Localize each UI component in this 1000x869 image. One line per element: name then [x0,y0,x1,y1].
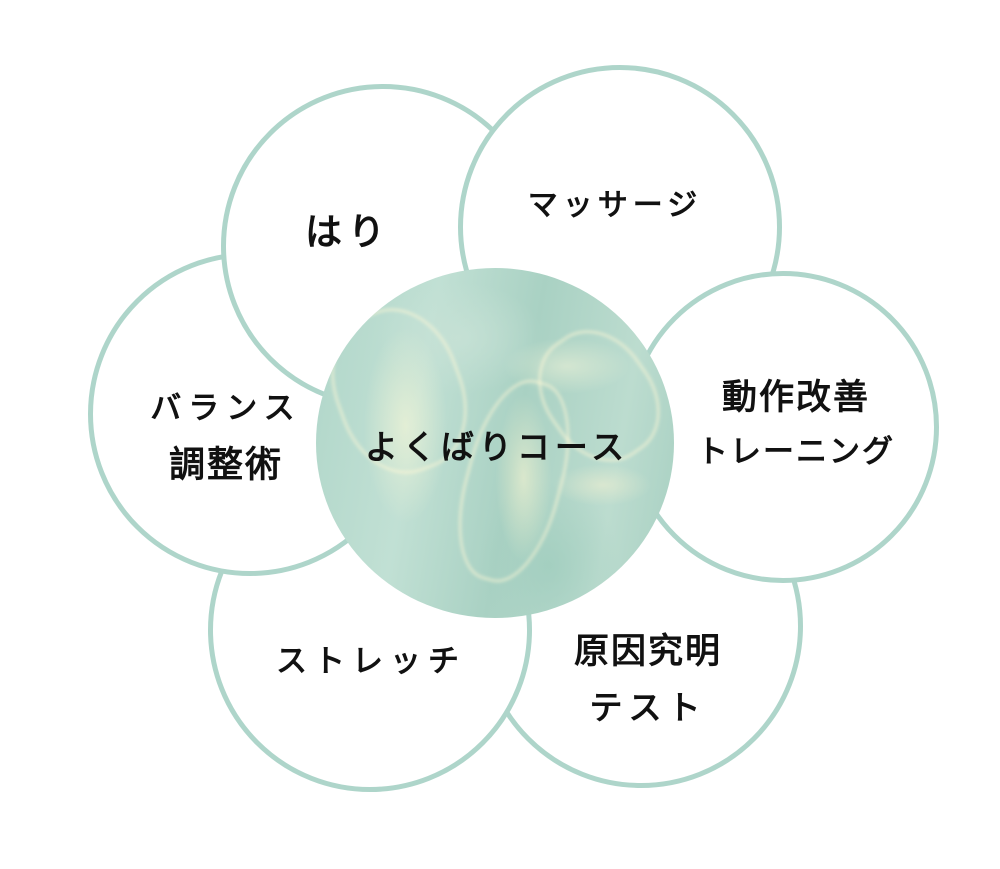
petal-hari-label: はり [305,209,391,254]
center-disc [316,268,674,618]
petal-balance-line-1: バランス [150,390,302,427]
petal-movement-training [627,271,939,583]
center-label: よくばりコース [364,427,630,467]
petal-massage-label: マッサージ [528,191,702,221]
petal-massage-line-1: マッサージ [527,188,703,223]
petal-balance-line-2: 調整術 [168,443,284,486]
petal-cause-test-line-2: テスト [589,688,707,727]
petal-movement-training-label: 動作改善 トレーニング [697,380,895,468]
petal-cause-test-line-1: 原因究明 [573,631,723,672]
petal-stretch-label: ストレッチ [276,643,466,680]
petal-balance-label: バランス 調整術 [150,390,302,486]
petal-movement-training-line-1: 動作改善 [721,377,870,418]
petal-cause-test-label: 原因究明 テスト [574,634,722,724]
petal-stretch-line-1: ストレッチ [276,643,466,680]
petal-hari-line-1: はり [305,209,391,254]
petal-movement-training-line-2: トレーニング [697,434,895,470]
